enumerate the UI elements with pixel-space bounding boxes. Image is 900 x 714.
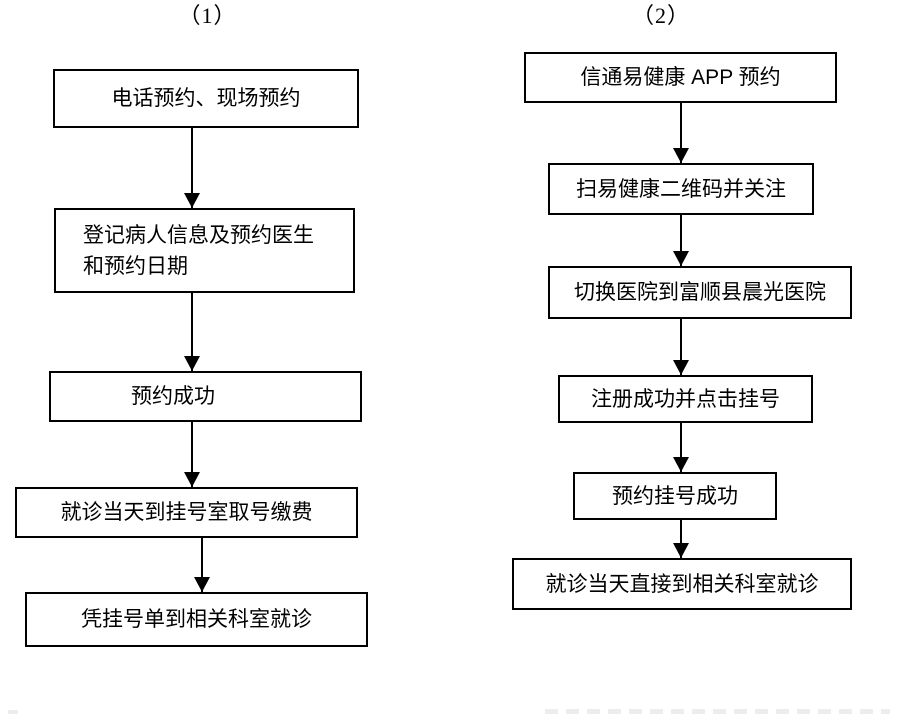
arrow-down-icon [191,422,193,487]
flow-step-scan-qr-and-follow: 扫易健康二维码并关注 [548,163,814,215]
cropped-text-artifact [8,710,18,714]
arrow-down-icon [201,538,203,592]
arrow-down-icon [191,293,193,371]
column-2-title: （2） [631,3,690,28]
arrow-down-icon [191,128,193,208]
flow-step-visit-department-with-slip: 凭挂号单到相关科室就诊 [25,592,368,647]
flow-step-register-patient-info: 登记病人信息及预约医生 和预约日期 [54,208,355,293]
arrow-down-icon [680,423,682,472]
flow-step-app-booking: 信通易健康 APP 预约 [524,52,837,103]
column-1-title: （1） [178,3,237,28]
flow-step-booking-success: 预约成功 [49,371,362,422]
cropped-text-artifact [545,709,890,714]
arrow-down-icon [680,319,682,375]
flow-step-go-directly-to-department: 就诊当天直接到相关科室就诊 [512,558,852,610]
flow-step-switch-hospital: 切换医院到富顺县晨光医院 [548,266,852,319]
flow-step-registration-success: 预约挂号成功 [573,472,777,520]
arrow-down-icon [680,215,682,266]
arrow-down-icon [680,103,682,163]
arrow-down-icon [680,520,682,558]
flow-step-phone-or-onsite-booking: 电话预约、现场预约 [53,69,359,128]
flow-step-get-number-and-pay: 就诊当天到挂号室取号缴费 [15,487,358,538]
flow-step-register-and-click: 注册成功并点击挂号 [558,375,813,423]
